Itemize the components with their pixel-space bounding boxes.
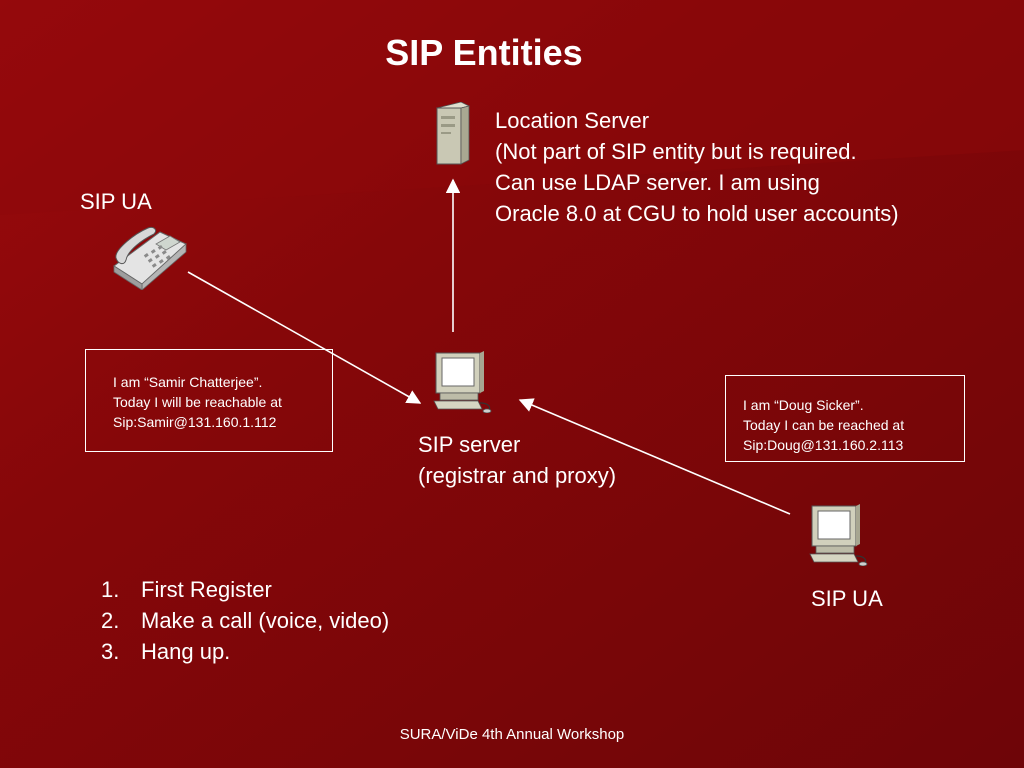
note-doug-line-2: Today I can be reached at	[743, 417, 905, 433]
note-doug-line-3: Sip:Doug@131.160.2.113	[743, 437, 904, 453]
sip-server-line-2: (registrar and proxy)	[418, 463, 617, 488]
location-server-line-1: Location Server	[495, 108, 650, 133]
note-samir-line-3: Sip:Samir@131.160.1.112	[113, 414, 277, 430]
desk-phone-icon	[113, 227, 187, 290]
note-samir-line-1: I am “Samir Chatterjee”.	[113, 374, 263, 390]
list-item: 3.Hang up.	[101, 639, 231, 664]
location-server-line-3: Can use LDAP server. I am using	[495, 170, 820, 195]
sip-server-label: SIP server (registrar and proxy)	[418, 429, 616, 491]
steps-list: 1.First Register 2.Make a call (voice, v…	[101, 574, 389, 667]
arrow-ua-right-to-server	[518, 398, 791, 515]
sip-ua-right-label: SIP UA	[811, 586, 883, 611]
location-server-text: Location Server (Not part of SIP entity …	[495, 105, 899, 229]
page-title: SIP Entities	[385, 32, 583, 73]
sip-ua-left-label: SIP UA	[80, 189, 152, 214]
list-item: 1.First Register	[101, 577, 272, 602]
note-doug-line-1: I am “Doug Sicker”.	[743, 397, 864, 413]
location-server-line-2: (Not part of SIP entity but is required.	[495, 139, 857, 164]
arrow-ua-left-to-server	[187, 271, 422, 404]
note-box-doug: I am “Doug Sicker”. Today I can be reach…	[725, 375, 965, 462]
location-server-line-4: Oracle 8.0 at CGU to hold user accounts)	[495, 201, 899, 226]
server-tower-icon	[435, 102, 471, 165]
desktop-computer-icon	[433, 351, 492, 413]
note-samir-line-2: Today I will be reachable at	[113, 394, 282, 410]
list-item: 2.Make a call (voice, video)	[101, 608, 390, 633]
sip-server-line-1: SIP server	[418, 432, 521, 457]
footer-text: SURA/ViDe 4th Annual Workshop	[399, 726, 625, 743]
note-box-samir: I am “Samir Chatterjee”. Today I will be…	[85, 349, 333, 452]
desktop-computer-icon	[809, 504, 868, 566]
